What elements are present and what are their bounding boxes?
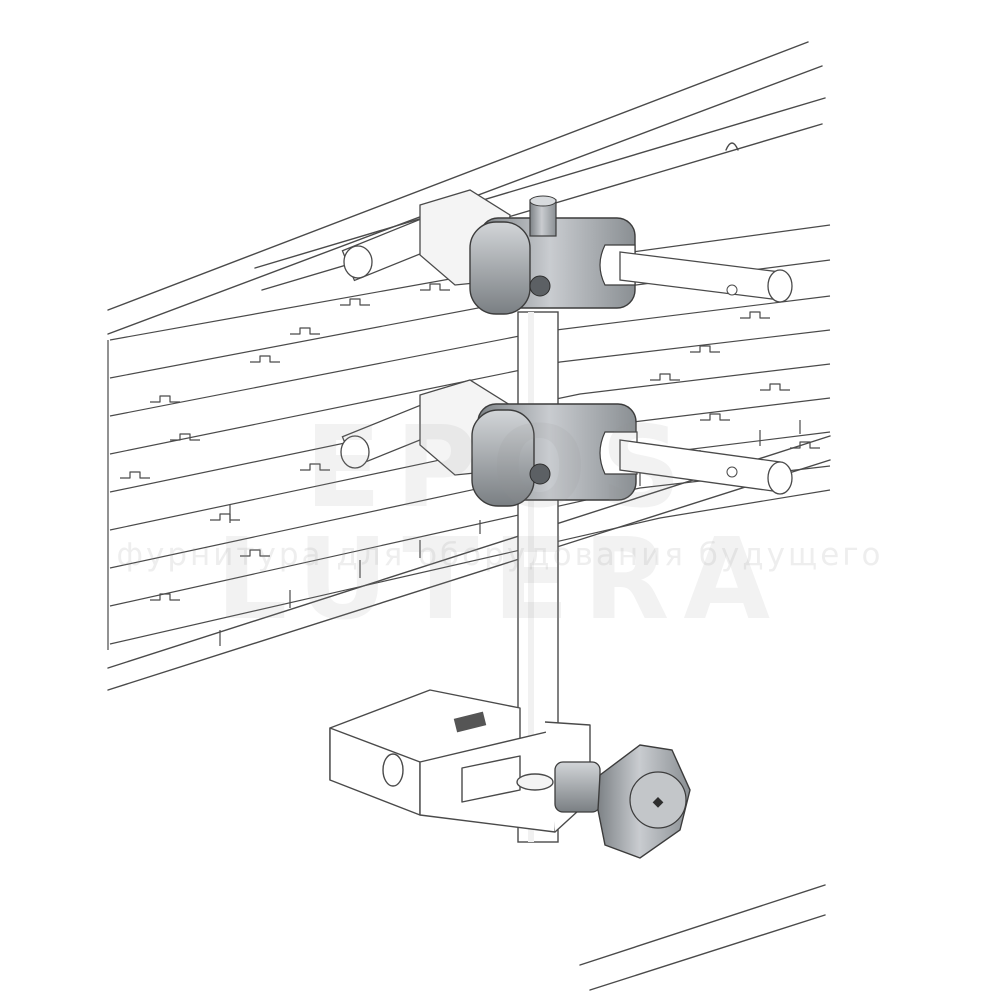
knob-brand-logo-icon: ◆	[653, 794, 664, 810]
star-knob-icon: ◆	[554, 744, 691, 859]
upper-clamp-assembly	[341, 189, 793, 315]
conveyor-frame	[107, 41, 831, 991]
upper-clamp-screw-icon	[529, 275, 551, 297]
lower-clamp-assembly	[340, 379, 793, 507]
lower-clamp-screw-icon	[529, 463, 551, 485]
